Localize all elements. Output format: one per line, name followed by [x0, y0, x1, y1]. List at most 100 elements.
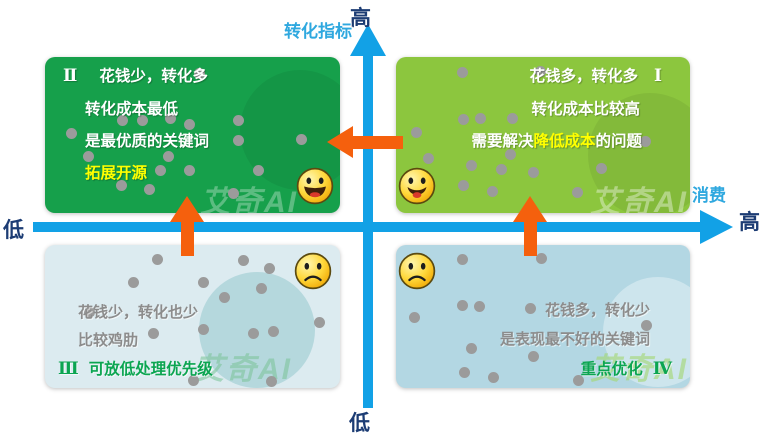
- quadrant-4-line1: 花钱多，转化少: [544, 302, 650, 319]
- keyword-scatter-dot: [193, 67, 205, 79]
- quadrant-2-highlight: 拓展开源: [85, 165, 148, 182]
- quadrant-2-line1: 花钱少，转化多: [99, 68, 208, 85]
- keyword-scatter-dot: [154, 164, 166, 176]
- keyword-scatter-dot: [263, 262, 275, 274]
- keyword-scatter-dot: [465, 159, 477, 171]
- keyword-scatter-dot: [458, 366, 470, 378]
- action-label: 可放低处理优先级: [88, 361, 213, 378]
- keyword-scatter-dot: [639, 135, 651, 147]
- keyword-scatter-dot: [247, 327, 259, 339]
- keyword-scatter-dot: [65, 127, 77, 139]
- horizontal-axis-low-label: 低: [3, 219, 24, 242]
- circle-watermark: [588, 93, 690, 213]
- up-arrow-left-shaft: [181, 221, 194, 256]
- quadrant-3-numeral: Ⅲ: [58, 359, 79, 379]
- keyword-scatter-dot: [456, 253, 468, 265]
- keyword-scatter-dot: [237, 254, 249, 266]
- quadrant-3-line1: 花钱少，转化也少: [78, 304, 199, 321]
- happy-face-icon: [398, 167, 436, 205]
- vertical-axis-high-label: 高: [350, 7, 371, 30]
- keyword-scatter-dot: [571, 186, 583, 198]
- keyword-scatter-dot: [255, 282, 267, 294]
- keyword-scatter-dot: [572, 374, 584, 386]
- horizontal-axis: [33, 222, 701, 232]
- keyword-scatter-dot: [197, 276, 209, 288]
- left-arrow-icon: [327, 126, 353, 158]
- keyword-scatter-dot: [187, 374, 199, 386]
- line3-prefix: 需要解决: [471, 133, 534, 150]
- keyword-scatter-dot: [147, 327, 159, 339]
- keyword-scatter-dot: [486, 185, 498, 197]
- keyword-scatter-dot: [143, 183, 155, 195]
- action-label: 重点优化: [580, 361, 643, 378]
- keyword-scatter-dot: [456, 299, 468, 311]
- keyword-scatter-dot: [506, 112, 518, 124]
- sad-face-icon: [398, 252, 436, 290]
- keyword-scatter-dot: [473, 300, 485, 312]
- keyword-scatter-dot: [457, 113, 469, 125]
- keyword-scatter-dot: [495, 163, 507, 175]
- quadrant-2-line3: 是最优质的关键词: [85, 133, 210, 150]
- keyword-scatter-dot: [265, 375, 277, 387]
- keyword-scatter-dot: [127, 276, 139, 288]
- keyword-scatter-dot: [218, 291, 230, 303]
- keyword-scatter-dot: [162, 150, 174, 162]
- quadrant-2-line2: 转化成本最低: [85, 101, 179, 118]
- keyword-scatter-dot: [183, 118, 195, 130]
- vertical-axis-title: 转化指标: [284, 22, 352, 41]
- up-arrow-right-icon: [513, 196, 547, 222]
- keyword-scatter-dot: [232, 114, 244, 126]
- keyword-scatter-dot: [527, 166, 539, 178]
- line3-suffix: 的问题: [595, 133, 642, 150]
- globe-watermark: [603, 277, 690, 387]
- keyword-scatter-dot: [487, 371, 499, 383]
- keyword-scatter-dot: [535, 252, 547, 264]
- keyword-scatter-dot: [474, 112, 486, 124]
- quadrant-2-numeral: Ⅱ: [63, 66, 78, 86]
- quadrant-4-action: 重点优化 Ⅳ: [581, 357, 672, 379]
- keyword-scatter-dot: [295, 133, 307, 145]
- up-arrow-right-shaft: [524, 221, 537, 256]
- keyword-scatter-dot: [116, 114, 128, 126]
- keyword-scatter-dot: [232, 134, 244, 146]
- keyword-scatter-dot: [115, 179, 127, 191]
- keyword-scatter-dot: [197, 323, 209, 335]
- horizontal-axis-high-label: 高: [739, 211, 760, 234]
- quadrant-1-numeral: Ⅰ: [654, 66, 662, 86]
- brand-watermark: 艾奇AI: [590, 186, 688, 213]
- keyword-scatter-dot: [527, 350, 539, 362]
- keyword-scatter-dot: [524, 302, 536, 314]
- keyword-scatter-dot: [164, 112, 176, 124]
- vertical-axis-arrowhead-icon: [350, 24, 386, 56]
- quadrant-1-line2: 转化成本比较高: [531, 101, 640, 118]
- up-arrow-left-icon: [170, 196, 204, 222]
- keyword-scatter-dot: [534, 65, 546, 77]
- keyword-scatter-dot: [183, 164, 195, 176]
- keyword-scatter-dot: [465, 342, 477, 354]
- keyword-scatter-dot: [595, 162, 607, 174]
- quadrant-3-action: Ⅲ 可放低处理优先级: [58, 357, 213, 379]
- quadrant-4-numeral: Ⅳ: [652, 359, 672, 379]
- keyword-scatter-dot: [504, 148, 516, 160]
- happy-face-icon: [296, 167, 334, 205]
- quadrant-2-title: Ⅱ 花钱少，转化多: [63, 64, 208, 86]
- keyword-scatter-dot: [640, 319, 652, 331]
- keyword-scatter-dot: [422, 152, 434, 164]
- keyword-scatter-dot: [252, 164, 264, 176]
- keyword-scatter-dot: [408, 311, 420, 323]
- quadrant-4-line2: 是表现最不好的关键词: [499, 331, 650, 348]
- line3-highlight: 降低成本: [533, 133, 596, 150]
- keyword-scatter-dot: [457, 179, 469, 191]
- keyword-scatter-dot: [82, 150, 94, 162]
- horizontal-axis-arrowhead-icon: [700, 210, 733, 244]
- keyword-scatter-dot: [227, 187, 239, 199]
- sad-face-icon: [294, 252, 332, 290]
- left-arrow-shaft: [352, 136, 403, 149]
